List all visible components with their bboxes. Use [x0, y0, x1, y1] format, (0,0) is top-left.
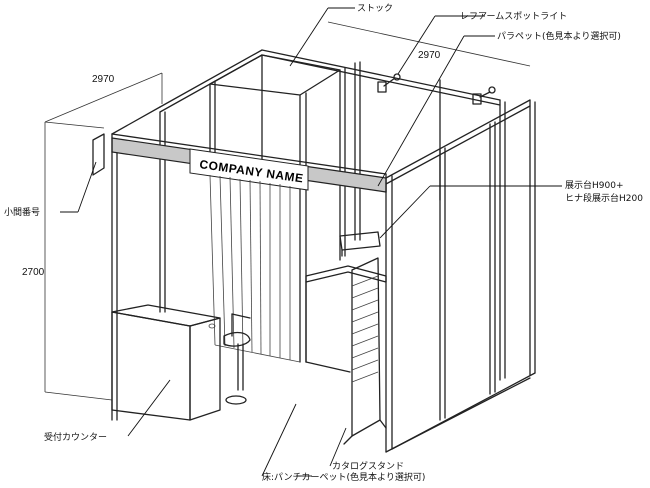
company-name-panel [189, 148, 309, 191]
right-side-wall [385, 99, 536, 453]
dimension-values: 2970 2970 2700 [22, 50, 441, 278]
callout-labels: ストック レフアームスポットライト パラペット(色見本より選択可) 展示台H90… [4, 3, 643, 483]
booth-number-label: 小間番号 [4, 206, 40, 218]
display-stand-label: 展示台H900+ [565, 179, 624, 191]
catalog-stand [343, 257, 387, 445]
floor-label: 床:パンチカーペット(色見本より選択可) [262, 471, 425, 483]
front-posts [111, 151, 118, 421]
spotlights [377, 73, 496, 105]
curtain [209, 174, 301, 363]
display-stand [305, 231, 387, 373]
width-right-dimension: 2970 [418, 50, 441, 61]
parapet-fascia: COMPANY NAME [92, 106, 387, 193]
height-dimension: 2700 [22, 267, 45, 278]
back-walls [159, 49, 506, 381]
parapet-label: パラペット(色見本より選択可) [497, 30, 621, 42]
stock-label: ストック [357, 3, 393, 14]
dimension-lines [44, 21, 531, 401]
spotlight-label: レフアームスポットライト [460, 11, 567, 22]
booth-number-plate [92, 133, 105, 176]
leader-lines [60, 7, 562, 477]
catalog-stand-label: カタログスタンド [332, 460, 404, 472]
reception-counter-label: 受付カウンター [44, 431, 107, 443]
width-left-dimension: 2970 [92, 74, 115, 85]
stool [223, 313, 251, 405]
hina-stand-label: ヒナ段展示台H200 [565, 192, 643, 204]
reception-counter [111, 304, 221, 421]
